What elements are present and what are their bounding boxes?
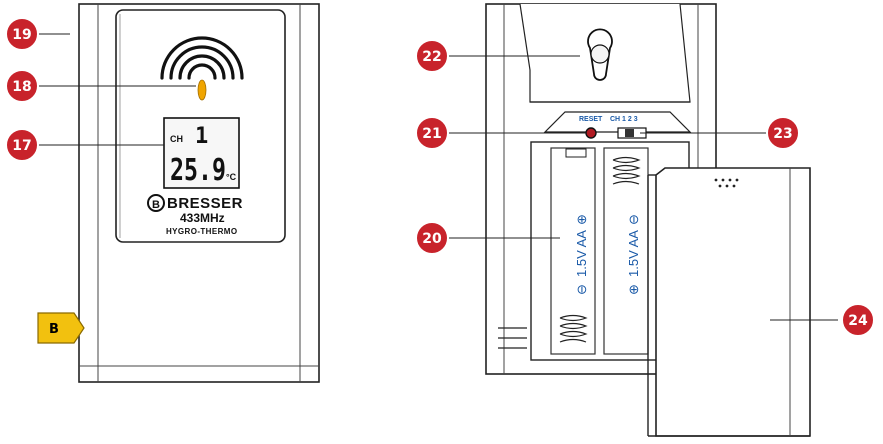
svg-text:20: 20 — [422, 231, 442, 247]
svg-text:18: 18 — [12, 79, 31, 95]
svg-text:⊖: ⊖ — [626, 214, 641, 225]
svg-text:⊕: ⊕ — [574, 214, 589, 225]
svg-text:17: 17 — [12, 138, 31, 154]
model-label: HYGRO-THERMO — [166, 227, 237, 236]
battery-label-1: ⊖ 1.5V AA ⊕ — [574, 214, 589, 295]
brand-logo-icon — [147, 194, 165, 212]
lcd-channel-label: CH — [170, 134, 183, 144]
battery-slot-2 — [603, 147, 649, 355]
brand-name: BRESSER — [167, 195, 243, 212]
lcd-unit: °C — [226, 172, 237, 182]
svg-text:⊖: ⊖ — [574, 284, 589, 295]
svg-text:23: 23 — [773, 126, 792, 142]
leader-lines — [36, 33, 838, 321]
lcd-temperature: 25.9 — [170, 153, 226, 188]
battery-slot-1 — [550, 147, 596, 355]
callout-22: 22 — [415, 39, 449, 73]
channel-switch-knob[interactable] — [625, 129, 634, 137]
frequency-label: 433MHz — [180, 211, 225, 225]
callout-21: 21 — [415, 116, 449, 150]
reset-label: RESET — [579, 116, 603, 123]
svg-text:24: 24 — [848, 313, 868, 329]
callout-20: 20 — [415, 221, 449, 255]
battery-spring-icon — [559, 156, 641, 343]
svg-text:1.5V AA: 1.5V AA — [626, 230, 641, 277]
svg-text:21: 21 — [422, 126, 441, 142]
channel-switch-label: CH 1 2 3 — [610, 116, 638, 123]
svg-text:19: 19 — [12, 27, 31, 43]
svg-text:⊕: ⊕ — [626, 284, 641, 295]
signal-waves-icon — [160, 36, 244, 80]
callout-19: 19 — [5, 17, 39, 51]
callout-18: 18 — [5, 69, 39, 103]
svg-text:22: 22 — [422, 49, 441, 65]
status-led-icon — [197, 79, 207, 101]
svg-text:1.5V AA: 1.5V AA — [574, 230, 589, 277]
side-tag-b: B — [37, 312, 85, 344]
battery-cover — [647, 167, 811, 437]
svg-text:B: B — [152, 199, 160, 211]
svg-text:B: B — [49, 322, 59, 337]
reset-button[interactable] — [585, 127, 597, 139]
callout-24: 24 — [841, 303, 875, 337]
front-device: CH 1 25.9 °C B BRESSER 433MHz HYGRO-THER… — [78, 3, 320, 383]
side-vents — [498, 327, 527, 349]
callout-17: 17 — [5, 128, 39, 162]
lcd-display — [163, 117, 240, 189]
callout-23: 23 — [766, 116, 800, 150]
lcd-channel-value: 1 — [195, 124, 208, 149]
battery-label-2: ⊕ 1.5V AA ⊖ — [626, 214, 641, 295]
cover-grip-dots-icon — [714, 178, 739, 188]
back-device: RESET CH 1 2 3 ⊖ 1.5V AA ⊕ ⊕ 1.5V AA — [485, 3, 717, 375]
